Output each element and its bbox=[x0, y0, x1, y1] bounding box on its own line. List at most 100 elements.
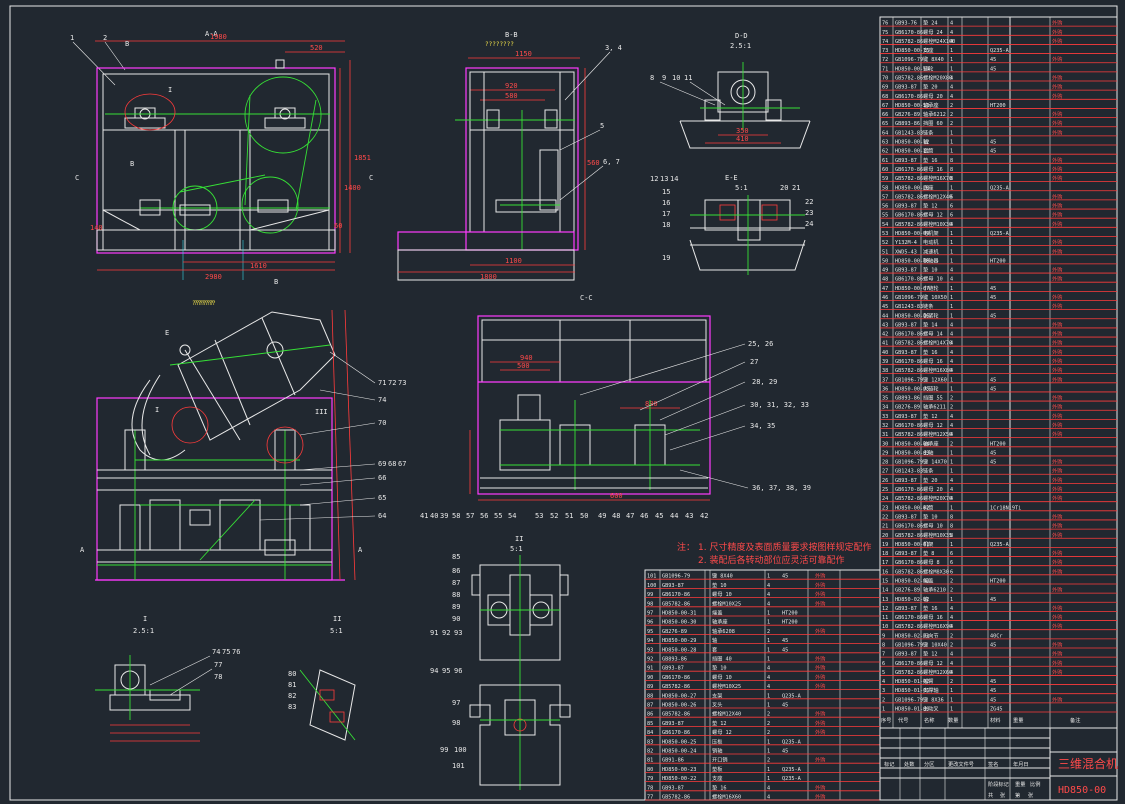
bom-right-cell: 4 bbox=[950, 350, 953, 356]
bom-right-cell: 螺栓M8X30 bbox=[923, 567, 949, 575]
bom-right-cell: Q235-A bbox=[990, 48, 1010, 54]
bom-bottom-cell: 外购 bbox=[815, 627, 825, 635]
bom-right-cell: 键 8X40 bbox=[923, 55, 944, 63]
bom-right-cell: 6 bbox=[950, 560, 953, 566]
bom-right-cell: 张紧轮 bbox=[923, 311, 939, 319]
bom-right-cell: 41 bbox=[882, 341, 888, 347]
bom-bottom-cell: 1 bbox=[767, 776, 770, 782]
balloon-bb-34: 3, 4 bbox=[605, 44, 622, 52]
bom-right-cell: 1 bbox=[950, 386, 953, 392]
bom-right-cell: 4 bbox=[950, 332, 953, 338]
bom-right-cell: GB93-87 bbox=[895, 652, 917, 658]
bom-right-cell: 垫 20 bbox=[923, 476, 938, 484]
section-a-right: A bbox=[358, 546, 363, 554]
bom-right-header-4: 材料 bbox=[990, 716, 1000, 724]
bom-right-cell: 外购 bbox=[1052, 110, 1062, 118]
bom-bottom-cell: 85 bbox=[647, 721, 653, 727]
bom-right-cell: 28 bbox=[882, 460, 888, 466]
bom-right-cell: 1 bbox=[950, 149, 953, 155]
bom-right-cell: HD850-00-02 bbox=[895, 505, 929, 511]
bom-right-cell: ZG45 bbox=[990, 707, 1003, 713]
balloon-mid-64: 64 bbox=[378, 512, 386, 520]
bom-right-cell: GB93-87 bbox=[895, 350, 917, 356]
bom-right-cell: 73 bbox=[882, 48, 888, 54]
view-ee: E-E 5:1 12 13 14 15 16 17 18 19 20 21 22… bbox=[650, 174, 813, 275]
balloon-cc-25: 25, 26 bbox=[748, 340, 773, 348]
bom-bottom-cell: HD850-00-26 bbox=[662, 703, 696, 709]
balloon-bb-5: 5 bbox=[600, 122, 604, 130]
dim-bb-bottom1: 1100 bbox=[505, 257, 522, 265]
tb-sheet-1: 张 bbox=[1000, 791, 1006, 799]
bom-right-cell: 外购 bbox=[1052, 238, 1062, 246]
bom-right-cell: 螺栓M24X100 bbox=[923, 37, 955, 45]
bom-right-cell: 4 bbox=[950, 39, 953, 45]
bom-right-cell: 4 bbox=[950, 661, 953, 667]
bom-bottom-cell: 4 bbox=[767, 785, 770, 791]
bom-right-cell: 64 bbox=[882, 130, 888, 136]
bom-right-cell: 键 14X70 bbox=[923, 458, 947, 466]
bom-right-cell: 1 bbox=[950, 66, 953, 72]
bom-right-cell: 大链轮 bbox=[923, 384, 939, 392]
balloon-gg-10: 95 bbox=[442, 667, 450, 675]
bom-right-cell: 轴承座 bbox=[923, 101, 939, 109]
bom-bottom-cell: 1 bbox=[767, 703, 770, 709]
dim-cc-c: 880 bbox=[645, 400, 658, 408]
bom-right-cell: 69 bbox=[882, 85, 888, 91]
bom-right-cell: 45 bbox=[990, 295, 996, 301]
bom-right-cell: 外购 bbox=[1052, 467, 1062, 475]
svg-text:III: III bbox=[315, 408, 328, 416]
balloon-gg-9: 94 bbox=[430, 667, 438, 675]
bom-right-cell: GB1243-83 bbox=[895, 304, 923, 310]
balloon-gg-1: 86 bbox=[452, 567, 460, 575]
bom-right-cell: 螺母 10 bbox=[923, 275, 943, 283]
bom-right-cell: 垫 12 bbox=[923, 202, 938, 210]
bom-bottom-cell: 叉头 bbox=[712, 701, 722, 709]
bom-right-cell: 摇臂 bbox=[923, 677, 933, 685]
bom-right-cell: 螺栓M20X70 bbox=[923, 494, 952, 502]
bom-right-cell: 1 bbox=[950, 542, 953, 548]
bom-bottom-cell: 79 bbox=[647, 776, 653, 782]
bom-bottom-cell: 77 bbox=[647, 795, 653, 801]
detail-ii-label: II bbox=[333, 615, 341, 623]
bom-right-cell: 15 bbox=[882, 578, 888, 584]
bom-right-cell: GB276-89 bbox=[895, 588, 920, 594]
bom-bottom-cell: 支座 bbox=[712, 774, 722, 782]
bom-bottom-cell: 45 bbox=[782, 574, 788, 580]
bom-right-cell: 外购 bbox=[1052, 640, 1062, 648]
bom-right-cell: HD850-00-07 bbox=[895, 286, 929, 292]
bom-right-cell: GB6170-86 bbox=[895, 487, 923, 493]
bom-right-cell: 螺栓M14X70 bbox=[923, 339, 952, 347]
bom-right-cell: 50 bbox=[882, 258, 888, 264]
dim-aa-width: 2980 bbox=[205, 273, 222, 281]
bom-right-cell: 轴承座 bbox=[923, 439, 939, 447]
bom-bottom-cell: 螺栓M12X40 bbox=[712, 710, 741, 718]
balloon-cc-b16: 45 bbox=[655, 512, 663, 520]
bom-bottom-cell: 97 bbox=[647, 611, 653, 617]
bom-right-cell: 外购 bbox=[1052, 156, 1062, 164]
balloon-ee-12: 12 bbox=[650, 175, 658, 183]
bom-right-cell: 30 bbox=[882, 441, 888, 447]
balloon-cc-b11: 50 bbox=[580, 512, 588, 520]
bom-right-cell: 8 bbox=[950, 158, 953, 164]
bom-right-cell: 轴承6211 bbox=[923, 403, 946, 411]
bom-bottom-cell: GB93-87 bbox=[662, 666, 684, 672]
balloon-mid-70: 70 bbox=[378, 419, 386, 427]
view-gg-label: II bbox=[515, 535, 523, 543]
bom-right-cell: 45 bbox=[990, 679, 996, 685]
dim-cc-a: 940 bbox=[520, 354, 533, 362]
bom-right-cell: 螺母 8 bbox=[923, 558, 940, 566]
balloon-cc-b8: 53 bbox=[535, 512, 543, 520]
bom-right-cell: GB93-87 bbox=[895, 514, 917, 520]
balloon-ee-13: 13 bbox=[660, 175, 668, 183]
tb-h-4: 签名 bbox=[988, 760, 998, 768]
balloon-gg-5: 90 bbox=[452, 615, 460, 623]
section-c-left: C bbox=[75, 174, 79, 182]
bom-bottom-cell: HD850-00-31 bbox=[662, 611, 696, 617]
bom-bottom-cell: 螺母 10 bbox=[712, 590, 732, 598]
bom-right-cell: 45 bbox=[990, 286, 996, 292]
bom-right-cell: 4 bbox=[950, 414, 953, 420]
bom-right-cell: 外购 bbox=[1052, 458, 1062, 466]
section-b-bottom: B bbox=[130, 160, 134, 168]
bom-right-cell: 17 bbox=[882, 560, 888, 566]
bom-right-cell: GB893-86 bbox=[895, 121, 920, 127]
